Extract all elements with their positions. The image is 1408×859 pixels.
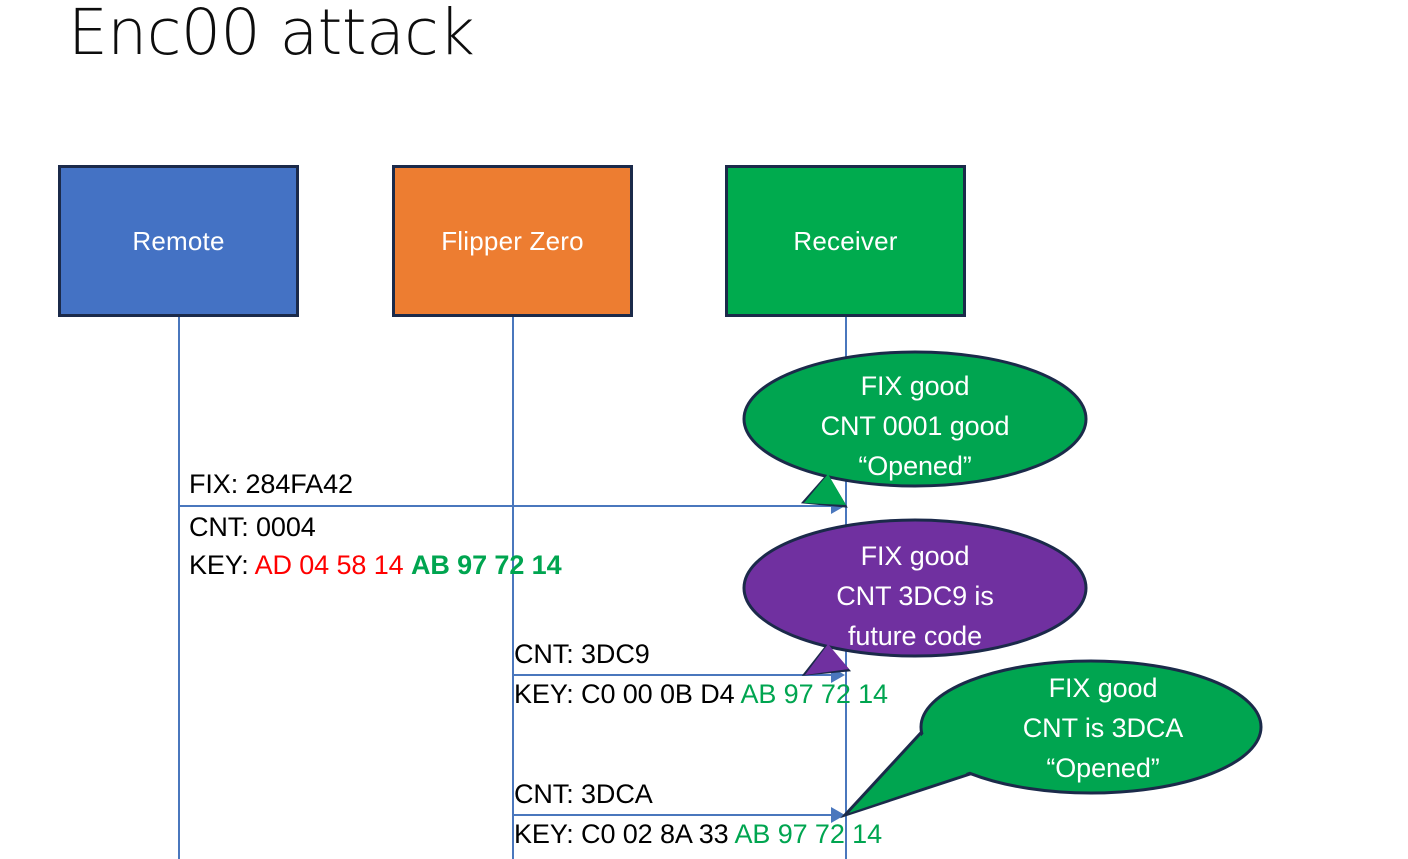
page-title: Enc00 attack	[68, 0, 475, 69]
actor-label-receiver: Receiver	[793, 225, 898, 256]
message-arrow-1	[179, 505, 832, 507]
message-arrow-3	[513, 814, 832, 816]
message-3-cnt-text: CNT: 3DCA	[514, 779, 653, 809]
key-green-bytes-3: AB 97 72 14	[734, 819, 883, 849]
lifeline-flipper	[512, 317, 514, 859]
callout-bubble-receiver-accept-2: FIX good CNT is 3DCA “Opened”	[839, 655, 1263, 820]
key-label-3: KEY: C0 02 8A 33	[514, 819, 735, 849]
callout-bubble-receiver-accept-1: FIX good CNT 0001 good “Opened”	[742, 350, 1088, 520]
arrow-head-icon	[831, 807, 845, 823]
message-1-cnt-text: CNT: 0004	[189, 512, 316, 542]
lifeline-remote	[178, 317, 180, 859]
message-arrow-2	[513, 674, 832, 676]
message-1-fix-text: FIX: 284FA42	[189, 469, 353, 499]
key-green-bytes-2: AB 97 72 14	[740, 679, 888, 709]
key-label-1: KEY:	[189, 550, 255, 580]
message-1-key-text: KEY: AD 04 58 14 AB 97 72 14	[189, 550, 562, 580]
key-label-2: KEY: C0 00 0B D4	[514, 679, 741, 709]
actor-label-remote: Remote	[132, 225, 225, 256]
key-green-bytes-1: AB 97 72 14	[410, 550, 562, 580]
message-3-key-text: KEY: C0 02 8A 33 AB 97 72 14	[514, 819, 883, 849]
message-2-cnt-text: CNT: 3DC9	[514, 639, 650, 669]
actor-box-receiver[interactable]: Receiver	[725, 165, 966, 317]
message-2-key-text: KEY: C0 00 0B D4 AB 97 72 14	[514, 679, 888, 709]
actor-box-remote[interactable]: Remote	[58, 165, 299, 317]
key-red-bytes-1: AD 04 58 14	[254, 550, 411, 580]
actor-box-flipper[interactable]: Flipper Zero	[392, 165, 633, 317]
actor-label-flipper: Flipper Zero	[441, 225, 584, 256]
